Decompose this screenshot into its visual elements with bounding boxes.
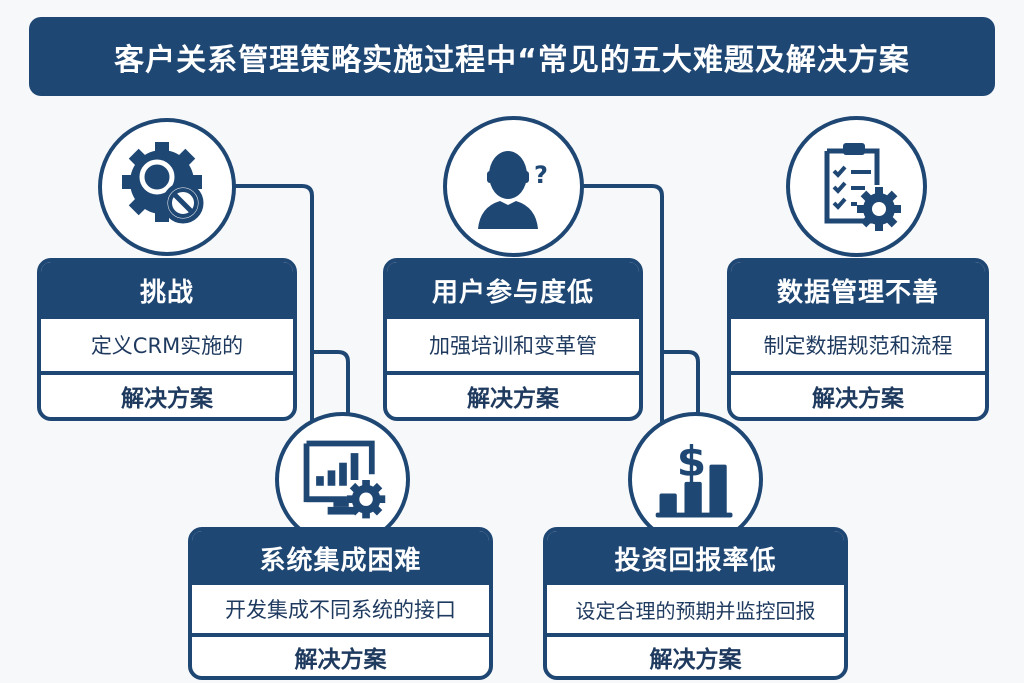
title-banner: 客户关系管理策略实施过程中“常见的五大难题及解决方案: [29, 17, 995, 96]
icon-circle-user-engagement: ?: [443, 116, 584, 257]
svg-text:$: $: [676, 437, 705, 486]
card-challenge: 挑战 定义CRM实施的 解决方案: [37, 258, 297, 421]
solution-label: 解决方案: [812, 386, 904, 412]
page-title: 客户关系管理策略实施过程中“常见的五大难题及解决方案: [114, 42, 910, 78]
card-description: 加强培训和变革管: [387, 319, 639, 375]
icon-circle-data-management: [786, 116, 927, 257]
card-roi: 投资回报率低 设定合理的预期并监控回报 解决方案: [543, 527, 848, 680]
card-user-engagement: 用户参与度低 加强培训和变革管 解决方案: [383, 258, 643, 421]
icon-circle-roi: $: [628, 412, 763, 547]
card-data-management: 数据管理不善 制定数据规范和流程 解决方案: [727, 258, 989, 421]
card-heading: 投资回报率低: [547, 531, 844, 585]
card-description: 制定数据规范和流程: [731, 319, 985, 375]
card-description: 定义CRM实施的: [41, 319, 293, 375]
user-question-icon: ?: [477, 150, 548, 229]
solution-label: 解决方案: [294, 647, 387, 673]
card-heading: 用户参与度低: [387, 262, 639, 319]
icon-circle-system-integration: [275, 412, 410, 547]
card-heading: 挑战: [41, 262, 293, 319]
clipboard-gear-icon: [824, 142, 901, 231]
icon-circle-challenge: [98, 118, 236, 256]
solution-label: 解决方案: [649, 647, 742, 673]
card-heading: 数据管理不善: [731, 262, 985, 319]
svg-text:?: ?: [534, 161, 548, 189]
card-description: 设定合理的预期并监控回报: [547, 585, 844, 637]
card-heading: 系统集成困难: [192, 531, 489, 585]
card-description: 开发集成不同系统的接口: [192, 585, 489, 637]
gear-prohibited-icon: [122, 142, 204, 224]
solution-label: 解决方案: [121, 386, 213, 412]
solution-label: 解决方案: [467, 386, 559, 412]
dollar-bar-chart-icon: $: [655, 437, 732, 517]
card-system-integration: 系统集成困难 开发集成不同系统的接口 解决方案: [188, 527, 493, 680]
monitor-chart-gear-icon: [303, 440, 385, 518]
